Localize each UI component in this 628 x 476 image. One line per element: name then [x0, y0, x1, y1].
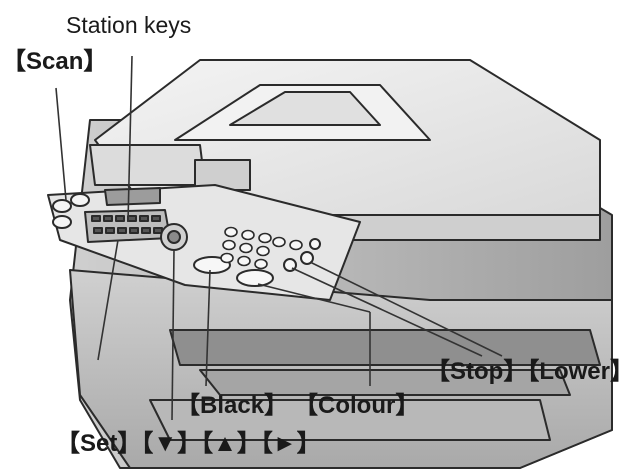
leader-colour-2: [257, 283, 371, 313]
leader-set: [171, 249, 175, 421]
leader-lower: [309, 261, 503, 357]
label-station-keys: Station keys: [66, 12, 192, 38]
leader-black: [205, 269, 211, 387]
control-panel: [47, 184, 361, 301]
leader-scan: [55, 87, 67, 201]
leader-station-keys: [127, 55, 133, 223]
label-colour: 【Colour】: [294, 392, 420, 419]
label-scan: 【Scan】: [2, 48, 108, 75]
label-set-arrows: 【Set】【▼】【▲】【►】: [56, 430, 321, 457]
leader-lines: [55, 55, 503, 421]
leader-left-keys: [97, 239, 119, 361]
leader-stop: [291, 267, 483, 357]
label-stop-lower: 【Stop】【Lower】: [426, 358, 628, 385]
label-black: 【Black】: [176, 392, 289, 419]
